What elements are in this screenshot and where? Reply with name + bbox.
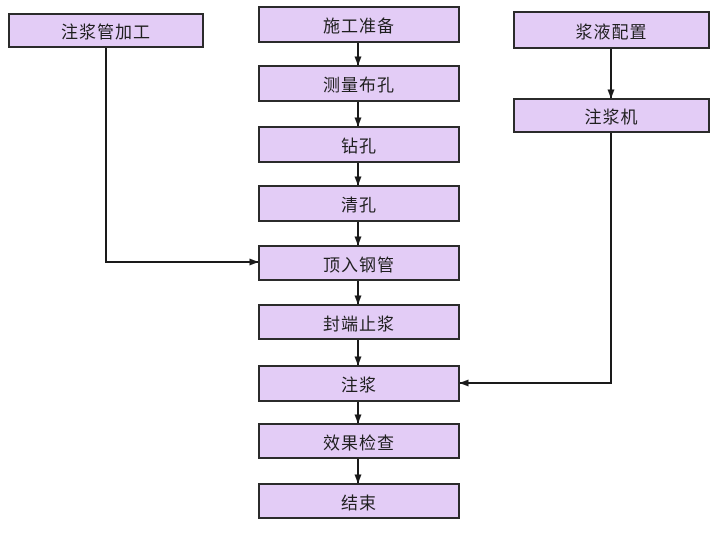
flow-node-push-in-steel-pipe: 顶入钢管	[258, 245, 460, 281]
flow-node-label: 顶入钢管	[323, 255, 395, 275]
flow-node-label: 封端止浆	[323, 314, 395, 334]
flow-node-grouting-machine: 注浆机	[513, 98, 710, 133]
flow-node-label: 钻孔	[341, 137, 377, 156]
flow-node-effect-inspection: 效果检查	[258, 423, 460, 459]
connector-grouting-machine-to-grouting	[459, 133, 612, 387]
flow-node-label: 注浆机	[584, 108, 639, 127]
flow-node-hole-cleaning: 清孔	[258, 185, 460, 222]
flow-node-grout-mix-preparation: 浆液配置	[513, 11, 710, 49]
flow-node-label: 施工准备	[323, 17, 395, 36]
flow-node-end: 结束	[258, 483, 460, 519]
connector-pipe-processing-to-push-in-steel-pipe	[105, 48, 259, 266]
flow-node-label: 结束	[341, 493, 377, 513]
flow-node-grouting: 注浆	[258, 365, 460, 402]
flow-node-label: 浆液配置	[575, 22, 648, 42]
flow-node-drilling: 钻孔	[258, 126, 460, 163]
flow-node-label: 注浆	[341, 376, 377, 395]
flow-node-construction-preparation: 施工准备	[258, 6, 460, 43]
flow-node-pipe-processing: 注浆管加工	[8, 13, 204, 48]
flow-node-label: 清孔	[341, 196, 377, 215]
flow-node-measure-layout-holes: 测量布孔	[258, 65, 460, 102]
flow-node-seal-end-stop-grout: 封端止浆	[258, 304, 460, 340]
flow-node-label: 注浆管加工	[61, 23, 151, 42]
flow-node-label: 效果检查	[323, 433, 395, 453]
flow-node-label: 测量布孔	[323, 76, 395, 95]
